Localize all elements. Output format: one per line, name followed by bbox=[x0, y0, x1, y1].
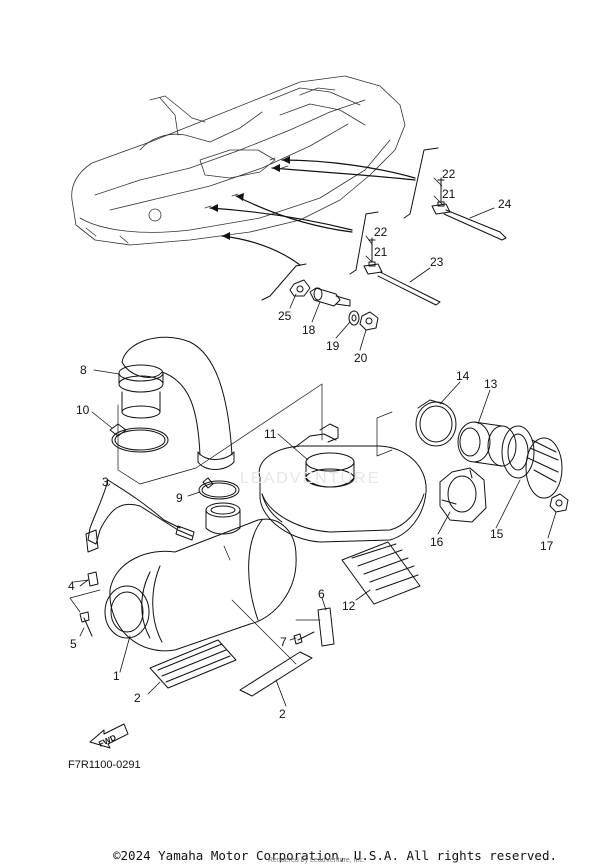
bracket-mid bbox=[349, 211, 379, 275]
mat-2-left bbox=[149, 639, 237, 689]
guide-lines-upper bbox=[117, 383, 393, 485]
mat-2-right bbox=[239, 651, 313, 697]
callout-1: 1 bbox=[113, 669, 120, 683]
callout-7: 7 bbox=[280, 635, 287, 649]
callout-17: 17 bbox=[540, 539, 554, 553]
callout-9: 9 bbox=[176, 491, 183, 505]
callout-labels: 1 2 2 3 4 5 6 7 8 9 10 11 12 13 14 15 16… bbox=[68, 167, 554, 749]
nut-25 bbox=[289, 279, 311, 297]
clamp-9 bbox=[198, 477, 240, 500]
strap-3 bbox=[85, 479, 195, 553]
part-code: F7R1100-0291 bbox=[68, 759, 141, 771]
callout-13: 13 bbox=[484, 377, 498, 391]
callout-4: 4 bbox=[68, 579, 75, 593]
callout-24: 24 bbox=[498, 197, 512, 211]
callout-18: 18 bbox=[302, 323, 316, 337]
callout-25: 25 bbox=[278, 309, 292, 323]
hose-8 bbox=[118, 336, 235, 470]
clip-4 bbox=[87, 571, 99, 587]
guide-lines-lower bbox=[69, 545, 321, 665]
watercraft-hull bbox=[71, 75, 406, 246]
fwd-label: FWD bbox=[97, 733, 118, 749]
bolt-22-lower bbox=[368, 237, 376, 267]
watermark: LEADVENTURE bbox=[240, 470, 381, 487]
callout-12: 12 bbox=[342, 599, 356, 613]
callout-8: 8 bbox=[80, 363, 87, 377]
ring-14 bbox=[415, 399, 457, 447]
clip-21-lower bbox=[363, 263, 383, 275]
bracket-6 bbox=[317, 607, 335, 647]
callout-2b: 2 bbox=[279, 707, 286, 721]
bracket-top bbox=[403, 147, 439, 219]
callout-2a: 2 bbox=[134, 691, 141, 705]
callout-21b: 21 bbox=[374, 245, 388, 259]
callout-20: 20 bbox=[354, 351, 368, 365]
gasket-15 bbox=[501, 425, 563, 499]
cable-tie-24 bbox=[443, 209, 507, 241]
callout-23: 23 bbox=[430, 255, 444, 269]
resonator-tank-11 bbox=[258, 423, 427, 543]
fitting-18 bbox=[309, 287, 351, 307]
rendered-by-credit: Rendered by LeadVenture, Inc. bbox=[268, 857, 365, 864]
callout-21a: 21 bbox=[442, 187, 456, 201]
callout-11: 11 bbox=[264, 427, 277, 441]
bolt-5 bbox=[79, 611, 93, 637]
callout-22a: 22 bbox=[442, 167, 456, 181]
bolt-7 bbox=[293, 631, 315, 645]
clamp-10 bbox=[109, 423, 169, 453]
callout-3: 3 bbox=[102, 475, 109, 489]
washer-19 bbox=[348, 310, 360, 326]
callout-19: 19 bbox=[326, 339, 340, 353]
nut-20 bbox=[359, 311, 379, 331]
cable-tie-23 bbox=[377, 271, 441, 306]
bracket-low bbox=[261, 263, 307, 301]
flange-16 bbox=[439, 467, 487, 523]
callout-leaders bbox=[79, 177, 557, 707]
callout-16: 16 bbox=[430, 535, 444, 549]
hull-leader-arrows bbox=[209, 159, 416, 266]
callout-10: 10 bbox=[76, 403, 90, 417]
mat-12 bbox=[341, 541, 421, 605]
callout-5: 5 bbox=[70, 637, 77, 651]
sleeve-13 bbox=[457, 421, 517, 467]
callout-14: 14 bbox=[456, 369, 470, 383]
callout-6: 6 bbox=[318, 587, 325, 601]
nut-17 bbox=[549, 493, 569, 513]
callout-22b: 22 bbox=[374, 225, 388, 239]
callout-15: 15 bbox=[490, 527, 504, 541]
copyright-notice: ©2024 Yamaha Motor Corporation, U.S.A. A… bbox=[113, 848, 558, 863]
muffler-1 bbox=[104, 502, 297, 652]
fwd-arrow bbox=[89, 723, 129, 749]
